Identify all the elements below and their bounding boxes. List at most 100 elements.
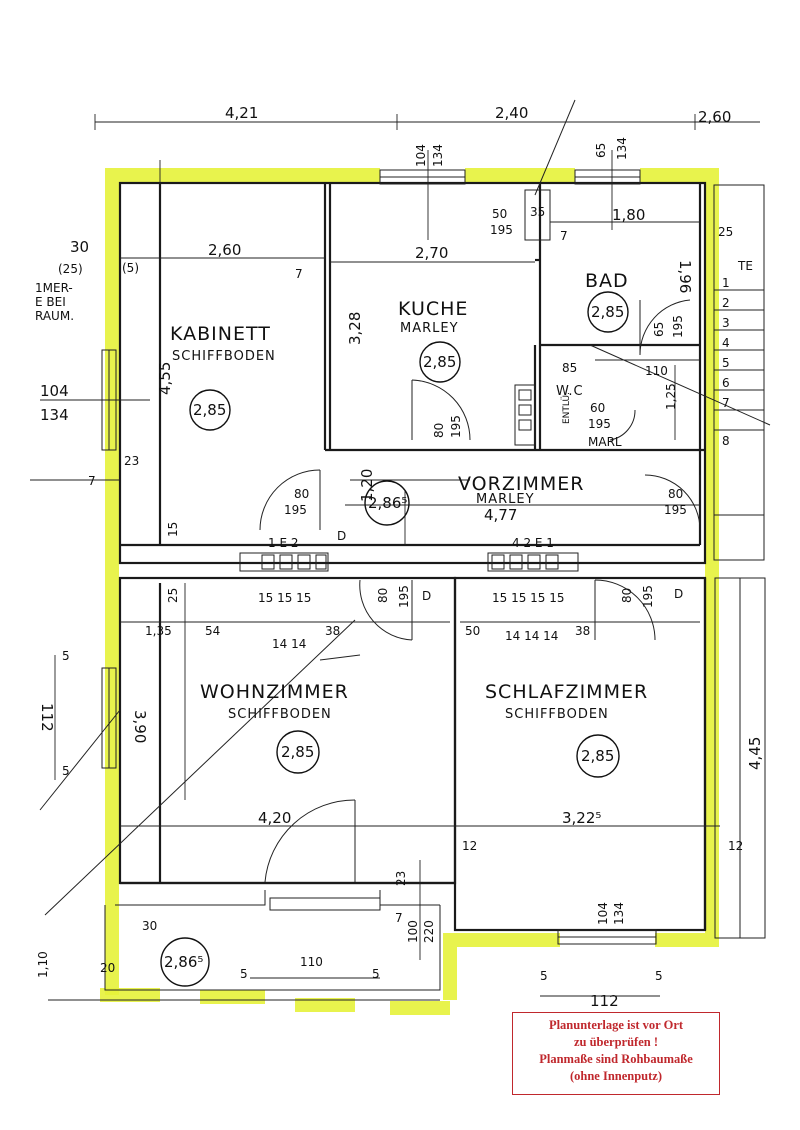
chimney-blocks	[239, 189, 579, 572]
dim-bot-220: 220	[422, 920, 436, 943]
dim-sz-38: 38	[575, 624, 590, 638]
dim-d60: 60	[590, 401, 605, 415]
dim-left-5b: 5	[62, 764, 70, 778]
walls	[104, 181, 766, 991]
dim-wz-420: 4,20	[258, 809, 291, 827]
dim-bad-180: 1,80	[612, 206, 645, 224]
dim-d195f: 195	[588, 417, 611, 431]
dim-vz-477: 4,77	[484, 506, 517, 524]
stair-step: 5	[722, 356, 730, 370]
height-vorzimmer: 2,86⁵	[368, 494, 407, 512]
dim-d80e: 80	[620, 588, 634, 603]
dim-sz-win-104: 104	[596, 902, 610, 925]
doors	[259, 299, 701, 883]
highlight-outline	[100, 168, 719, 1015]
dim-margin-left-1: 1MER-	[35, 281, 73, 295]
dim-kab-7: 7	[295, 267, 303, 281]
dim-margin-left-2: E BEI	[35, 295, 66, 309]
dim-top-240: 2,40	[495, 104, 528, 122]
room-floor-schlafzimmer: SCHIFFBODEN	[505, 707, 609, 722]
dim-win-134: 134	[431, 144, 445, 167]
dim-bot-5a: 5	[240, 967, 248, 981]
dim-wc-125: 1,25	[664, 383, 678, 410]
dim-kab-455: 4,55	[156, 362, 174, 395]
note-line-1: Planunterlage ist vor Ort	[548, 1018, 684, 1032]
room-heights: 2,85 2,85 2,85 2,86⁵ 2,85 2,85 2,86⁵	[160, 291, 629, 987]
dim-s23: 23	[124, 454, 139, 468]
misc-labels: 1 E 2 4 2 E 1 D D D ENTLÜ.	[268, 392, 683, 603]
dim-d195c: 195	[449, 415, 463, 438]
review-note-stamp: Planunterlage ist vor Ort zu überprüfen …	[512, 1012, 720, 1095]
height-kueche: 2,85	[423, 353, 456, 371]
stair-step: 6	[722, 376, 730, 390]
dim-bot-23: 23	[394, 871, 408, 886]
room-name-bad: BAD	[585, 270, 629, 292]
dim-s12a: 12	[462, 839, 477, 853]
dim-wc-85: 85	[562, 361, 577, 375]
height-loggia: 2,86⁵	[164, 953, 203, 971]
door-label-d: D	[674, 587, 683, 601]
dim-wz-135: 1,35	[145, 624, 172, 638]
dim-top-260: 2,60	[698, 108, 731, 126]
dim-bot-30: 30	[142, 919, 157, 933]
dim-sz-bot-5a: 5	[540, 969, 548, 983]
dim-top-421: 4,21	[225, 104, 258, 122]
dim-win-104: 104	[414, 144, 428, 167]
stair-step: 8	[722, 434, 730, 448]
height-bad: 2,85	[591, 303, 624, 321]
dim-bot-20: 20	[100, 961, 115, 975]
dim-vz-120: 1,20	[358, 469, 376, 502]
note-line-3: Planmaße sind Rohbaumaße	[539, 1052, 693, 1066]
dim-bot-110v: 1,10	[36, 951, 50, 978]
room-name-schlafzimmer: SCHLAFZIMMER	[485, 681, 648, 703]
dimension-numbers: 4,21 2,40 2,60 104 134 65 134 2,60 4,55 …	[35, 104, 764, 1010]
ventilation-label: ENTLÜ.	[561, 392, 572, 424]
dim-bad-196: 1,96	[676, 260, 694, 293]
room-floor-wc: MARL	[588, 435, 622, 449]
dim-kue-328: 3,28	[346, 312, 364, 345]
construction-lines	[39, 99, 771, 916]
dim-s12b: 12	[728, 839, 743, 853]
dim-margin-left-3: RAUM.	[35, 309, 74, 323]
note-line-2: zu überprüfen !	[573, 1035, 659, 1049]
room-name-vorzimmer: VORZIMMER	[458, 473, 584, 495]
dim-d80c: 80	[432, 423, 446, 438]
room-name-wohnzimmer: WOHNZIMMER	[200, 681, 349, 703]
stair-step: 2	[722, 296, 730, 310]
door-label-d: D	[422, 589, 431, 603]
dim-win-left-104: 104	[40, 382, 69, 400]
dim-sz-445: 4,45	[746, 737, 764, 770]
room-labels: KABINETT SCHIFFBODEN KUCHE MARLEY BAD W.…	[170, 270, 648, 722]
dim-sz-win-134: 134	[612, 902, 626, 925]
dim-d195a: 195	[284, 503, 307, 517]
height-wohnzimmer: 2,85	[281, 743, 314, 761]
room-floor-kabinett: SCHIFFBODEN	[172, 349, 276, 364]
chimney-label-right: 4 2 E 1	[512, 536, 554, 550]
dim-d80a: 80	[294, 487, 309, 501]
dim-d25: 25	[718, 225, 733, 239]
dim-sz-322: 3,22⁵	[562, 809, 601, 827]
dim-d195b: 195	[664, 503, 687, 517]
stair-step: 4	[722, 336, 730, 350]
stair-step: 1	[722, 276, 730, 290]
stair-step: 7	[722, 396, 730, 410]
room-name-wc: W.C	[556, 384, 584, 399]
dim-bot-7: 7	[395, 911, 403, 925]
dim-v25: (25)	[58, 262, 83, 276]
dim-win-134b: 134	[615, 137, 629, 160]
dim-wz-38: 38	[325, 624, 340, 638]
height-schlafzimmer: 2,85	[581, 747, 614, 765]
dim-wz-15s: 15 15 15	[258, 591, 311, 605]
dim-left-112: 112	[38, 703, 56, 732]
dim-d7: 7	[560, 229, 568, 243]
stair-step: 3	[722, 316, 730, 330]
chimney-label-left: 1 E 2	[268, 536, 298, 550]
dim-win-65: 65	[594, 143, 608, 158]
door-label-d: D	[337, 529, 346, 543]
dim-wz-54: 54	[205, 624, 220, 638]
room-name-kueche: KUCHE	[398, 298, 468, 320]
dim-d80b: 80	[668, 487, 683, 501]
dim-bot-5b: 5	[372, 967, 380, 981]
dim-d80d: 80	[376, 588, 390, 603]
room-floor-wohnzimmer: SCHIFFBODEN	[228, 707, 332, 722]
